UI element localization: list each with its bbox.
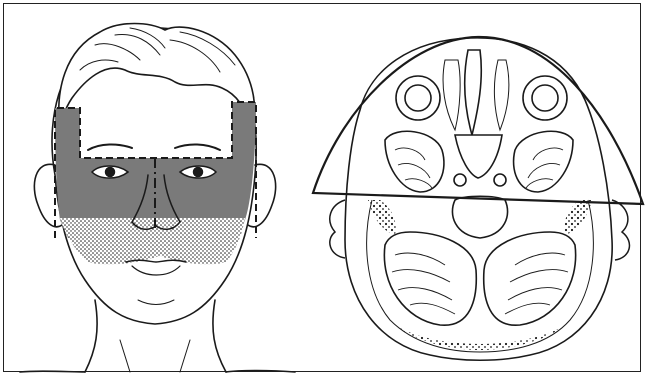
brainstem [452,196,507,238]
temporal-lobe-left [385,131,444,192]
cerebellum-right [484,232,576,325]
nasal-septum [465,50,482,135]
pupil-right [194,168,203,177]
mastoid-dots-left [368,200,396,235]
mastoid-dots-right [564,200,592,235]
collar-lines [120,340,190,372]
carotid-left [454,174,466,186]
lower-lip [132,266,180,275]
eyebrow-left [88,144,132,150]
occipital-dots [395,325,565,350]
temporal-lobe-right [514,131,573,192]
ethmoid-right [494,60,509,130]
cerebellum-left [384,232,476,325]
carotid-right [494,174,506,186]
neck-outline [85,300,226,372]
ear-section-right [612,200,629,260]
dome-overlay [313,37,643,204]
stippled-lower-band [60,218,245,264]
ethmoid-left [443,60,460,130]
shoulder-line-right [226,371,295,373]
eyebrow-right [175,144,220,150]
shaded-treatment-field [55,102,256,238]
ear-section-left [330,200,345,258]
chin-line [138,300,174,305]
sphenoid-sinus [455,135,502,178]
orbit-left-inner [405,85,431,111]
orbit-right-inner [532,85,558,111]
shoulder-line-left [20,371,85,372]
pupil-left [106,168,115,177]
cerebellar-folia [392,253,568,314]
hair-outline [59,24,255,136]
